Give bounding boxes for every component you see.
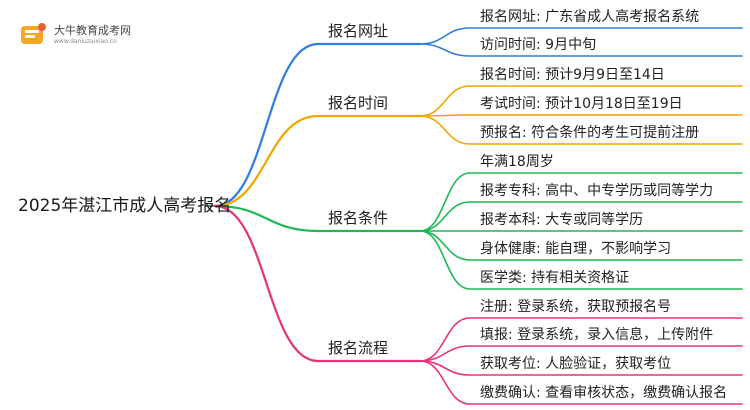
leaf-condition-age: 年满18周岁 [480,154,554,170]
leaf-condition-junior-college: 报考专科: 高中、中专学历或同等学力 [480,183,714,199]
leaf-connector-process-1 [419,317,743,362]
leaf-connector-time-1 [419,85,743,117]
leaf-time-exam: 考试时间: 预计10月18日至19日 [480,96,683,112]
branch-connector-time [213,114,422,208]
leaf-connector-process-2 [419,345,743,362]
branch-conditions: 报名条件 [328,209,389,227]
leaf-connector-conditions-1 [419,172,743,232]
branch-connector-process [213,204,422,363]
graduation-cap-icon [21,23,46,44]
leaf-condition-medical: 医学类: 持有相关资格证 [480,270,630,286]
leaf-condition-health: 身体健康: 能自理，不影响学习 [480,241,672,257]
leaf-website-system: 报名网址: 广东省成人高考报名系统 [480,9,700,25]
watermark-title: 大牛教育成考网 [54,24,131,37]
watermark-url: www.daniuzaixiao.cn [54,38,117,45]
leaf-connector-time-2 [419,114,743,117]
leaf-connector-conditions-5 [419,230,743,290]
watermark-logo: 大牛教育成考网 www.daniuzaixiao.cn [18,20,158,50]
leaf-time-pre-registration: 预报名: 符合条件的考生可提前注册 [480,125,700,141]
branch-website: 报名网址 [328,22,389,40]
branch-connector-conditions [213,204,422,233]
leaf-process-seat: 获取考位: 人脸验证，获取考位 [480,356,672,372]
leaf-connector-website-2 [419,43,743,57]
leaf-condition-undergraduate: 报考本科: 大专或同等学历 [480,212,644,228]
branch-connector-website [213,42,422,208]
leaf-process-payment: 缴费确认: 查看审核状态，缴费确认报名 [480,385,728,401]
root-node: 2025年湛江市成人高考报名 [18,196,232,216]
leaf-connector-conditions-2 [419,201,743,232]
branch-process: 报名流程 [328,339,389,357]
leaf-connector-conditions-4 [419,230,743,261]
leaf-connector-website-1 [419,27,743,45]
leaf-process-fill-in: 填报: 登录系统，录入信息，上传附件 [480,327,714,343]
leaf-connector-time-3 [419,115,743,145]
leaf-time-registration: 报名时间: 预计9月9日至14日 [480,67,665,83]
leaf-connector-process-4 [419,360,743,405]
leaf-process-register: 注册: 登录系统，获取预报名号 [480,299,672,315]
branch-time: 报名时间 [328,94,389,112]
leaf-website-access-time: 访问时间: 9月中旬 [480,37,597,53]
